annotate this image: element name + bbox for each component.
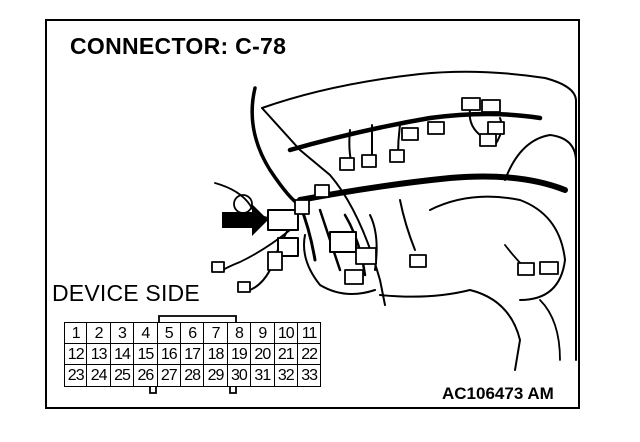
figure-code: AC106473 AM xyxy=(442,384,554,403)
connector-pin: 27 xyxy=(157,365,181,387)
connector-pin: 5 xyxy=(157,322,181,344)
connector-pin: 8 xyxy=(227,322,252,344)
connector-pin: 3 xyxy=(110,322,135,344)
main-harness xyxy=(297,173,568,203)
arrow-right-icon xyxy=(222,204,268,236)
lower-panel xyxy=(379,289,521,371)
connector-pin: 1 xyxy=(64,322,88,344)
connector-pin: 16 xyxy=(157,343,181,365)
connector-pin: 17 xyxy=(180,343,205,365)
connector-title: CONNECTOR: C-78 xyxy=(70,33,287,59)
connector-pin: 10 xyxy=(274,322,298,344)
long-wire xyxy=(250,86,302,207)
connector-pin: 20 xyxy=(251,343,275,365)
connector-pin: 23 xyxy=(64,365,88,387)
connector-pin: 22 xyxy=(297,343,322,365)
connector-pin: 32 xyxy=(274,365,298,387)
dashboard-lower-edge xyxy=(261,107,386,306)
device-side-label: DEVICE SIDE xyxy=(52,280,200,306)
connector-pin: 31 xyxy=(251,365,275,387)
connector-pin: 18 xyxy=(204,343,228,365)
connector-pin: 30 xyxy=(227,365,252,387)
glovebox-area xyxy=(429,195,566,301)
cluster-hood xyxy=(504,134,577,181)
connector-pin: 12 xyxy=(64,343,88,365)
connector-pin: 14 xyxy=(110,343,135,365)
connector-pin: 7 xyxy=(204,322,228,344)
connector-pin: 4 xyxy=(134,322,158,344)
connector-pin: 13 xyxy=(87,343,111,365)
connector-pin: 33 xyxy=(297,365,322,387)
connector-pin: 26 xyxy=(134,365,158,387)
connector-pin: 2 xyxy=(87,322,111,344)
connector-pin: 21 xyxy=(274,343,298,365)
upper-harness xyxy=(287,111,543,153)
connector-pin: 11 xyxy=(297,322,322,344)
connector-pin: 15 xyxy=(134,343,158,365)
connector-pin: 28 xyxy=(180,365,205,387)
connector-pin: 29 xyxy=(204,365,228,387)
connector-outline xyxy=(149,315,237,394)
connector-pin: 9 xyxy=(251,322,275,344)
connector-pin: 19 xyxy=(227,343,252,365)
connector-pin: 25 xyxy=(110,365,135,387)
connector-pin: 6 xyxy=(180,322,205,344)
connector-pin: 24 xyxy=(87,365,111,387)
dashboard-outline xyxy=(261,70,577,361)
